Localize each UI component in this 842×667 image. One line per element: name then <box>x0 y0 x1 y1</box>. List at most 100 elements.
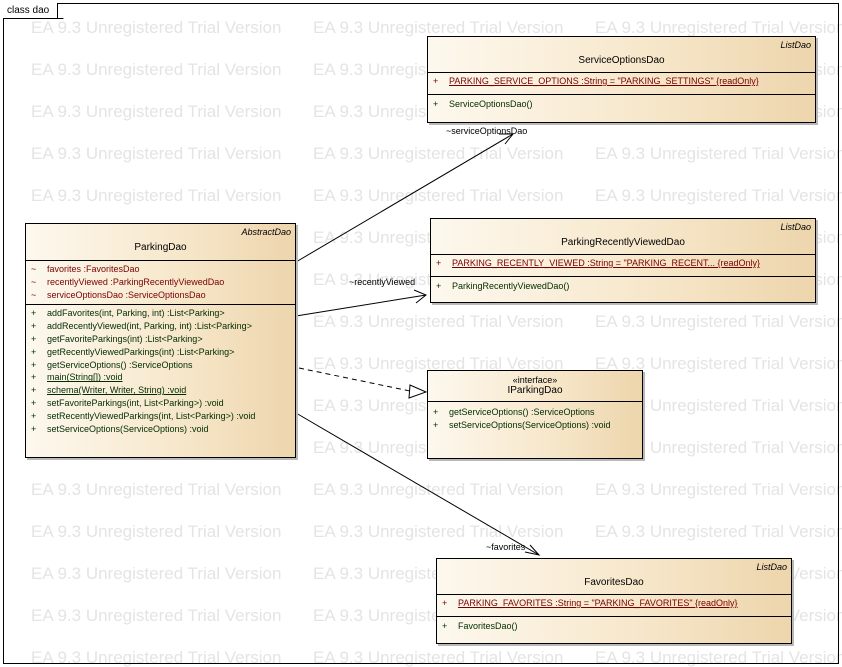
visibility-marker: + <box>31 410 37 421</box>
visibility-marker: ~ <box>31 276 37 287</box>
attribute-row[interactable]: ~ recentlyViewed :ParkingRecentlyViewedDa… <box>26 276 295 289</box>
class-favorites-dao[interactable]: ListDao FavoritesDao + PARKING_FAVORITES … <box>436 558 792 644</box>
visibility-marker: + <box>31 397 37 408</box>
edge-label-recently-viewed: ~recentlyViewed <box>349 277 416 287</box>
class-parking-dao[interactable]: AbstractDao ParkingDao ~favorites :Favor… <box>25 223 296 458</box>
operation-text: setServiceOptions(ServiceOptions) :void <box>47 423 209 434</box>
class-header: ListDao ServiceOptionsDao <box>428 37 815 73</box>
edge-label-service-options: ~serviceOptionsDao <box>446 126 528 136</box>
visibility-marker: + <box>433 76 439 86</box>
attribute-text: PARKING_FAVORITES :String = "PARKING_FAV… <box>458 598 738 608</box>
association-recently-viewed[interactable] <box>295 289 427 317</box>
visibility-marker: ~ <box>31 264 37 274</box>
visibility-marker: + <box>31 321 37 332</box>
operation-row[interactable]: + addFavorites(int, Parking, int) :List<P… <box>26 307 295 320</box>
class-iparking-dao[interactable]: «interface» IParkingDao + getServiceOptio… <box>427 370 643 459</box>
operation-row[interactable]: + setFavoriteParkings(int, List<Parking>)… <box>26 397 295 410</box>
visibility-marker: + <box>433 407 439 417</box>
operations-section: + addFavorites(int, Parking, int) :List<P… <box>26 305 295 438</box>
visibility-marker: + <box>433 98 439 109</box>
operation-text: addFavorites(int, Parking, int) :List<Pa… <box>47 308 225 319</box>
class-parking-recently-viewed-dao[interactable]: ListDao ParkingRecentlyViewedDao + PARKIN… <box>430 218 816 303</box>
operation-row[interactable]: + ServiceOptionsDao() <box>428 98 815 111</box>
visibility-marker: + <box>31 346 37 357</box>
association-favorites[interactable] <box>295 412 541 556</box>
attribute-row[interactable]: ~favorites :FavoritesDao <box>26 263 295 276</box>
operation-row[interactable]: + setServiceOptions(ServiceOptions) :void <box>26 423 295 436</box>
realization-iparkingdao[interactable] <box>298 367 428 399</box>
attribute-text: PARKING_SERVICE_OPTIONS :String = "PARKI… <box>449 76 759 86</box>
operation-text: getRecentlyViewedParkings(int) :List<Par… <box>47 346 235 357</box>
visibility-marker: + <box>436 258 442 268</box>
class-name: FavoritesDao <box>584 577 644 588</box>
visibility-marker: + <box>31 372 37 383</box>
attribute-text: PARKING_RECENTLY_VIEWED :String = "PARKI… <box>452 258 761 268</box>
class-header: «interface» IParkingDao <box>428 371 642 402</box>
operation-row[interactable]: + getServiceOptions() :ServiceOptions <box>26 359 295 372</box>
parent-class-label: ListDao <box>780 222 811 232</box>
operations-section: + FavoritesDao() <box>437 617 791 636</box>
attributes-section: + PARKING_FAVORITES :String = "PARKING_FA… <box>437 595 791 617</box>
visibility-marker: + <box>31 333 37 344</box>
visibility-marker: + <box>433 419 439 430</box>
operation-row[interactable]: + addRecentlyViewed(int, Parking, int) :L… <box>26 320 295 333</box>
visibility-marker: + <box>31 385 37 396</box>
visibility-marker: + <box>436 280 442 291</box>
attributes-section: ~favorites :FavoritesDao~recentlyViewed … <box>26 261 295 306</box>
operation-text: schema(Writer, Writer, String) :void <box>47 385 187 396</box>
operation-row[interactable]: + ParkingRecentlyViewedDao() <box>431 280 815 293</box>
operation-text: getFavoriteParkings(int) :List<Parking> <box>47 333 203 344</box>
visibility-marker: + <box>442 620 448 631</box>
class-name: IParkingDao <box>507 385 563 396</box>
edge-label-favorites: ~favorites <box>486 542 526 552</box>
class-header: ListDao FavoritesDao <box>437 559 791 595</box>
operations-section: + getServiceOptions() :ServiceOptions + set… <box>428 402 642 436</box>
attribute-row[interactable]: + PARKING_RECENTLY_VIEWED :String = "PARK… <box>431 257 815 270</box>
operations-section: + ServiceOptionsDao() <box>428 95 815 114</box>
parent-class-label: ListDao <box>756 562 787 572</box>
operation-text: ParkingRecentlyViewedDao() <box>452 280 570 291</box>
operation-row[interactable]: + schema(Writer, Writer, String) :void <box>26 384 295 397</box>
operation-text: getServiceOptions() :ServiceOptions <box>449 407 595 417</box>
operation-row[interactable]: + setRecentlyViewedParkings(int, List<Par… <box>26 410 295 423</box>
operations-section: + ParkingRecentlyViewedDao() <box>431 277 815 296</box>
operation-row[interactable]: + FavoritesDao() <box>437 620 791 633</box>
operation-text: main(String[]) :void <box>47 372 123 383</box>
operation-text: ServiceOptionsDao() <box>449 98 533 109</box>
operation-text: getServiceOptions() :ServiceOptions <box>47 359 193 370</box>
attributes-section: + PARKING_RECENTLY_VIEWED :String = "PARK… <box>431 255 815 277</box>
operation-row[interactable]: + main(String[]) :void <box>26 371 295 384</box>
operation-text: addRecentlyViewed(int, Parking, int) :Li… <box>47 321 252 332</box>
operation-text: FavoritesDao() <box>458 620 518 631</box>
class-header: AbstractDao ParkingDao <box>26 224 295 261</box>
diagram-frame <box>3 3 839 664</box>
attribute-row[interactable]: + PARKING_FAVORITES :String = "PARKING_FA… <box>437 597 791 610</box>
parent-class-label: AbstractDao <box>241 227 291 237</box>
attribute-row[interactable]: + PARKING_SERVICE_OPTIONS :String = "PARK… <box>428 75 815 88</box>
attribute-row[interactable]: ~ serviceOptionsDao :ServiceOptionsDao <box>26 289 295 302</box>
attribute-text: serviceOptionsDao :ServiceOptionsDao <box>47 289 206 300</box>
operation-row[interactable]: + getFavoriteParkings(int) :List<Parking> <box>26 333 295 346</box>
class-name: ParkingDao <box>134 242 187 253</box>
class-name: ParkingRecentlyViewedDao <box>561 237 685 248</box>
visibility-marker: ~ <box>31 289 37 300</box>
class-service-options-dao[interactable]: ListDao ServiceOptionsDao + PARKING_SERVI… <box>427 36 816 123</box>
association-service-options[interactable] <box>295 133 515 263</box>
operation-row[interactable]: + setServiceOptions(ServiceOptions) :void <box>428 419 642 432</box>
frame-label: class dao <box>3 3 59 19</box>
visibility-marker: + <box>442 598 448 608</box>
class-header: ListDao ParkingRecentlyViewedDao <box>431 219 815 255</box>
operation-row[interactable]: + getServiceOptions() :ServiceOptions <box>428 406 642 419</box>
operation-row[interactable]: + getRecentlyViewedParkings(int) :List<Pa… <box>26 346 295 359</box>
operation-text: setRecentlyViewedParkings(int, List<Park… <box>47 410 256 421</box>
operation-text: setFavoriteParkings(int, List<Parking>) … <box>47 397 224 408</box>
operation-text: setServiceOptions(ServiceOptions) :void <box>449 419 611 430</box>
visibility-marker: + <box>31 308 37 319</box>
class-name: ServiceOptionsDao <box>578 55 665 66</box>
visibility-marker: + <box>31 359 37 370</box>
stereotype-label: «interface» <box>512 375 558 385</box>
parent-class-label: ListDao <box>780 40 811 50</box>
attribute-text: recentlyViewed :ParkingRecentlyViewedDao <box>47 276 225 287</box>
visibility-marker: + <box>31 423 37 434</box>
